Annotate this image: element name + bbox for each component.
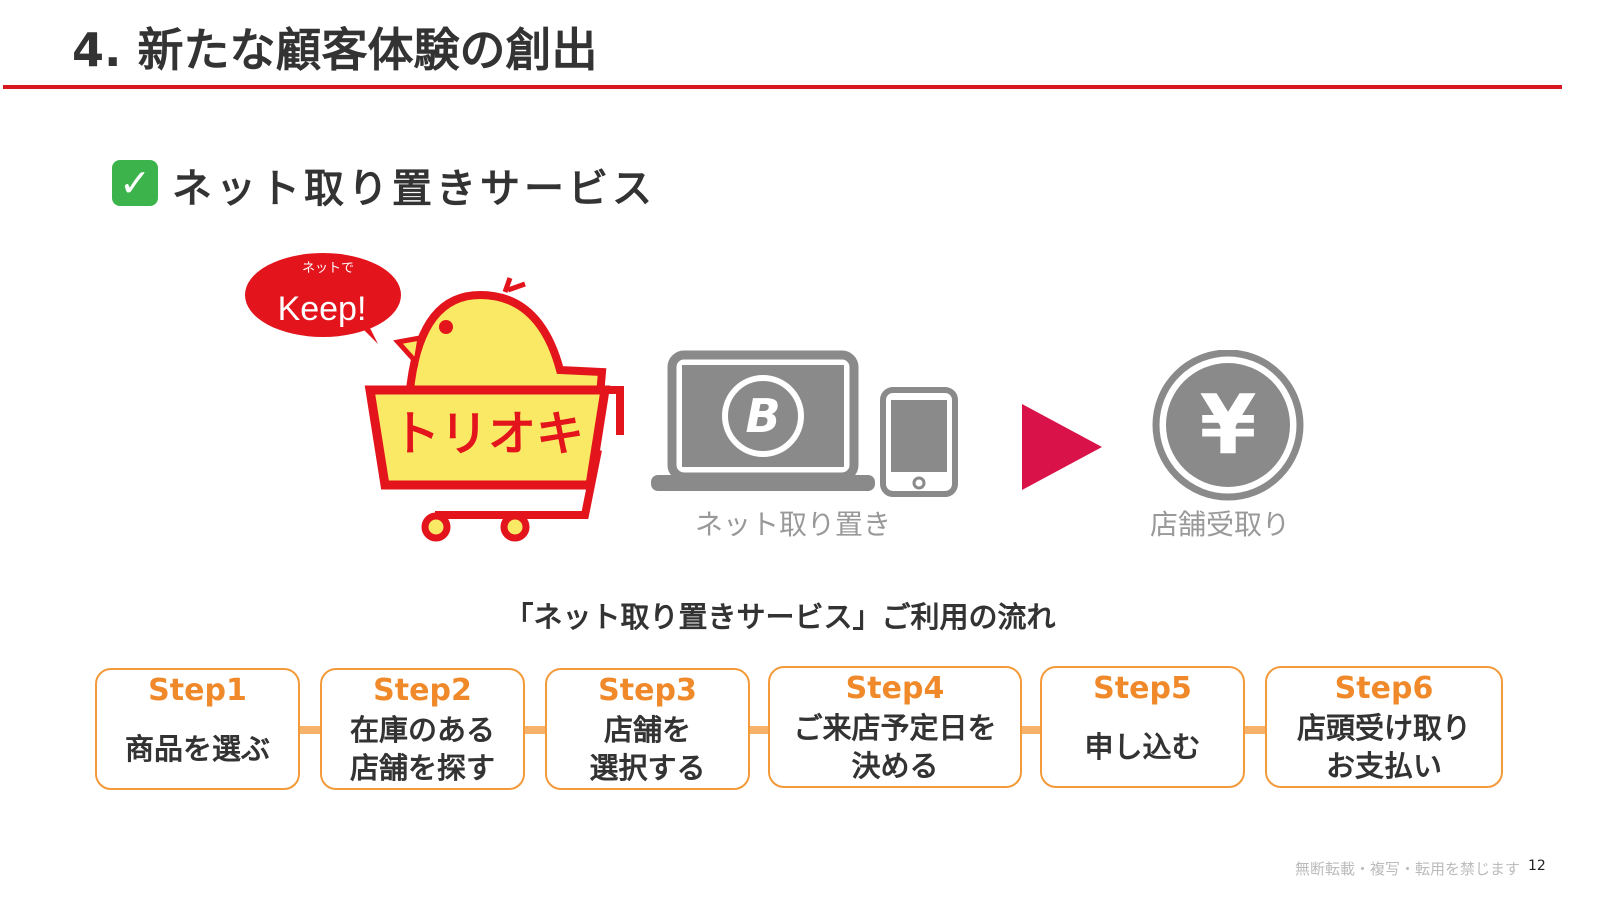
store-pickup-label: 店舗受取り [1150, 508, 1291, 541]
step-text: ご来店予定日を 決める [793, 711, 997, 783]
step-title: Step3 [598, 673, 697, 708]
yen-icon: ¥ [1152, 350, 1304, 501]
step-1: Step1 商品を選ぶ [95, 668, 300, 790]
keep-bubble [245, 253, 401, 337]
bubble-keep-text: Keep! [278, 290, 367, 328]
page-title: 4. 新たな顧客体験の創出 [72, 23, 598, 77]
section-title: ネット取り置きサービス [172, 166, 656, 212]
step-title: Step6 [1334, 671, 1434, 706]
checkmark-icon: ✓ [112, 160, 158, 206]
step-text: 店舗を 選択する [589, 713, 706, 785]
laptop-phone-icon: B [651, 350, 958, 497]
step-connector [298, 726, 322, 734]
step-2: Step2 在庫のある 店舗を探す [320, 668, 525, 790]
cart-text: トリオキ [392, 406, 584, 462]
step-text: 店頭受け取り お支払い [1296, 711, 1471, 783]
step-connector [748, 726, 770, 734]
step-6: Step6 店頭受け取り お支払い [1265, 666, 1503, 788]
copyright-notice: 無断転載・複写・転用を禁じます [1294, 860, 1520, 878]
brand-logo-icon: B [745, 389, 780, 443]
step-3: Step3 店舗を 選択する [545, 668, 750, 790]
page-number: 12 [1528, 858, 1546, 874]
step-connector [1020, 726, 1042, 734]
yen-symbol: ¥ [1199, 378, 1256, 473]
step-5: Step5 申し込む [1040, 666, 1245, 788]
title-divider [3, 85, 1562, 89]
step-text: 商品を選ぶ [124, 732, 270, 766]
step-connector [523, 726, 547, 734]
arrow-right-icon [1022, 404, 1102, 490]
bubble-small-text: ネットで [302, 261, 354, 276]
chick [406, 290, 607, 399]
step-text: 在庫のある 店舗を探す [349, 713, 495, 785]
step-title: Step1 [148, 673, 247, 708]
step-connector [1243, 726, 1267, 734]
online-reserve-label: ネット取り置き [695, 508, 892, 541]
step-text: 申し込む [1084, 730, 1201, 764]
step-title: Step2 [373, 673, 472, 708]
flow-caption: 「ネット取り置きサービス」ご利用の流れ [504, 600, 1056, 634]
toriokí-logo: ネットで Keep! トリオキ [245, 253, 624, 542]
step-title: Step4 [845, 671, 945, 706]
step-title: Step5 [1093, 671, 1192, 706]
step-4: Step4 ご来店予定日を 決める [768, 666, 1022, 788]
